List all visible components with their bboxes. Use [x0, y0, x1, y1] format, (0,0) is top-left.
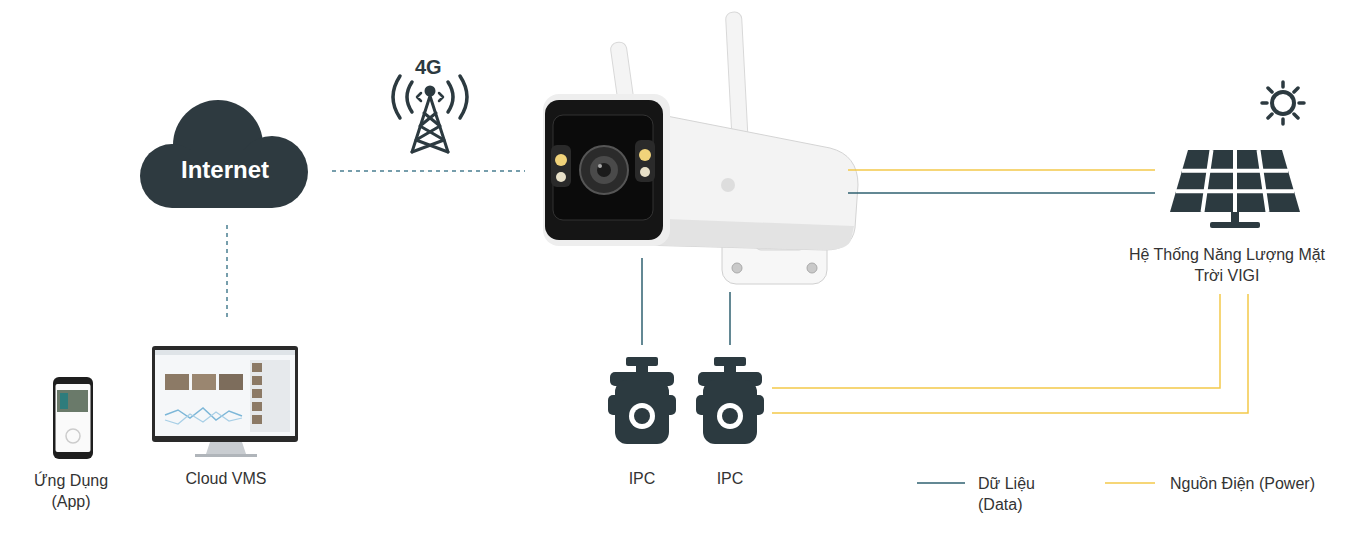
legend-text: Dữ Liệu (Data) — [978, 473, 1050, 515]
data-wire — [729, 292, 731, 345]
vms-node: Cloud VMS — [150, 344, 302, 493]
cell-tower-icon — [393, 76, 467, 152]
monitor-icon — [152, 346, 298, 457]
legend-sample — [1105, 482, 1155, 484]
node-label: Ứng Dụng (App) — [26, 470, 116, 512]
phone-icon — [53, 377, 93, 459]
ipc-node: IPC — [688, 352, 772, 493]
node-label: Hệ Thống Năng Lượng Mặt Trời VIGI — [1125, 244, 1330, 286]
network-label: 4G — [415, 56, 442, 78]
data-wire — [848, 192, 1155, 194]
power-line — [772, 294, 1220, 388]
app-node: Ứng Dụng (App) — [21, 372, 121, 516]
node-label: Internet — [145, 156, 305, 184]
cloud-node: Internet — [140, 100, 310, 210]
data-link — [226, 225, 228, 320]
camera-illustration — [543, 12, 858, 284]
solar-node: Hệ Thống Năng Lượng Mặt Trời VIGI — [1112, 88, 1342, 290]
legend-text: Nguồn Điện (Power) — [1170, 473, 1369, 494]
ipc-node: IPC — [600, 352, 684, 493]
cellular-link — [332, 170, 525, 172]
node-label: Cloud VMS — [156, 468, 296, 489]
data-wire — [641, 258, 643, 345]
cloud-shape — [140, 100, 310, 210]
solar-panel-icon — [1170, 150, 1300, 228]
sun-icon — [1262, 82, 1304, 124]
legend-sample — [917, 482, 965, 484]
node-label: IPC — [695, 468, 765, 489]
node-label: IPC — [607, 468, 677, 489]
power-wire — [848, 169, 1155, 171]
ipc-icon — [608, 357, 676, 444]
ipc-icon — [696, 357, 764, 444]
power-line — [772, 294, 1248, 413]
